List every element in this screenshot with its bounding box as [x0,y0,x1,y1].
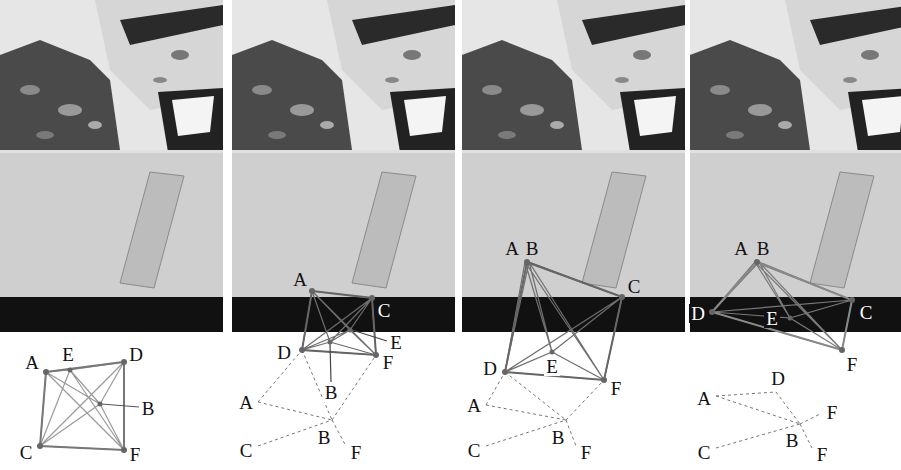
graph-outline [505,262,622,380]
vertex-label: C [466,441,483,460]
vertex-label: E [60,345,76,364]
vertex-label: A [237,393,255,412]
photo-panel [462,0,685,470]
photo-panel [232,0,455,470]
graph-edges [40,362,124,450]
graph-outline [302,291,376,355]
vertex-label: C [376,301,393,320]
vertex-label: B [755,239,772,258]
vertex-label: D [127,345,145,364]
vertex-label: F [825,403,840,422]
vertex-label: F [579,443,594,462]
photo-panel [690,0,901,470]
vertex-label: E [544,357,560,376]
vertex-label: A [465,396,483,415]
vertex-label: A [23,353,41,372]
vertex-label: E [388,333,404,352]
vertex-label: F [381,353,396,372]
leader-line [330,330,387,382]
vertex-label: C [696,443,713,462]
vertex-label: E [764,309,780,328]
vertex-label: D [689,304,707,323]
vertex-label: B [524,239,541,258]
vertex-label: C [858,303,875,322]
graph-outline [40,362,124,450]
vertex-label: A [291,270,309,289]
net-dotted [258,350,376,446]
vertex-label: C [626,277,643,296]
vertex-label: B [316,428,333,447]
vertex-dots [37,259,855,453]
graph-edges [302,291,376,355]
vertex-label: A [695,389,713,408]
photo-panel [0,0,223,470]
vertex-label: A [732,239,750,258]
vertex-label: D [275,343,293,362]
net-dotted [486,372,604,446]
vertex-label: F [609,379,624,398]
net-dotted [716,392,820,448]
vertex-label: C [18,443,35,462]
vertex-label: B [550,428,567,447]
graph-edges [505,262,622,380]
graph-edges [712,262,852,350]
vertex-label: F [815,445,830,464]
vertex-label: D [769,369,787,388]
vertex-label: B [323,383,340,402]
vertex-label: B [784,431,801,450]
leader-line [101,404,139,407]
vertex-label: F [845,355,860,374]
vertex-label: F [349,443,364,462]
vertex-label: B [140,399,157,418]
vertex-label: A [503,239,521,258]
vertex-label: F [128,445,143,464]
graph-outline [712,262,852,350]
vertex-label: D [481,359,499,378]
vertex-label: C [238,441,255,460]
